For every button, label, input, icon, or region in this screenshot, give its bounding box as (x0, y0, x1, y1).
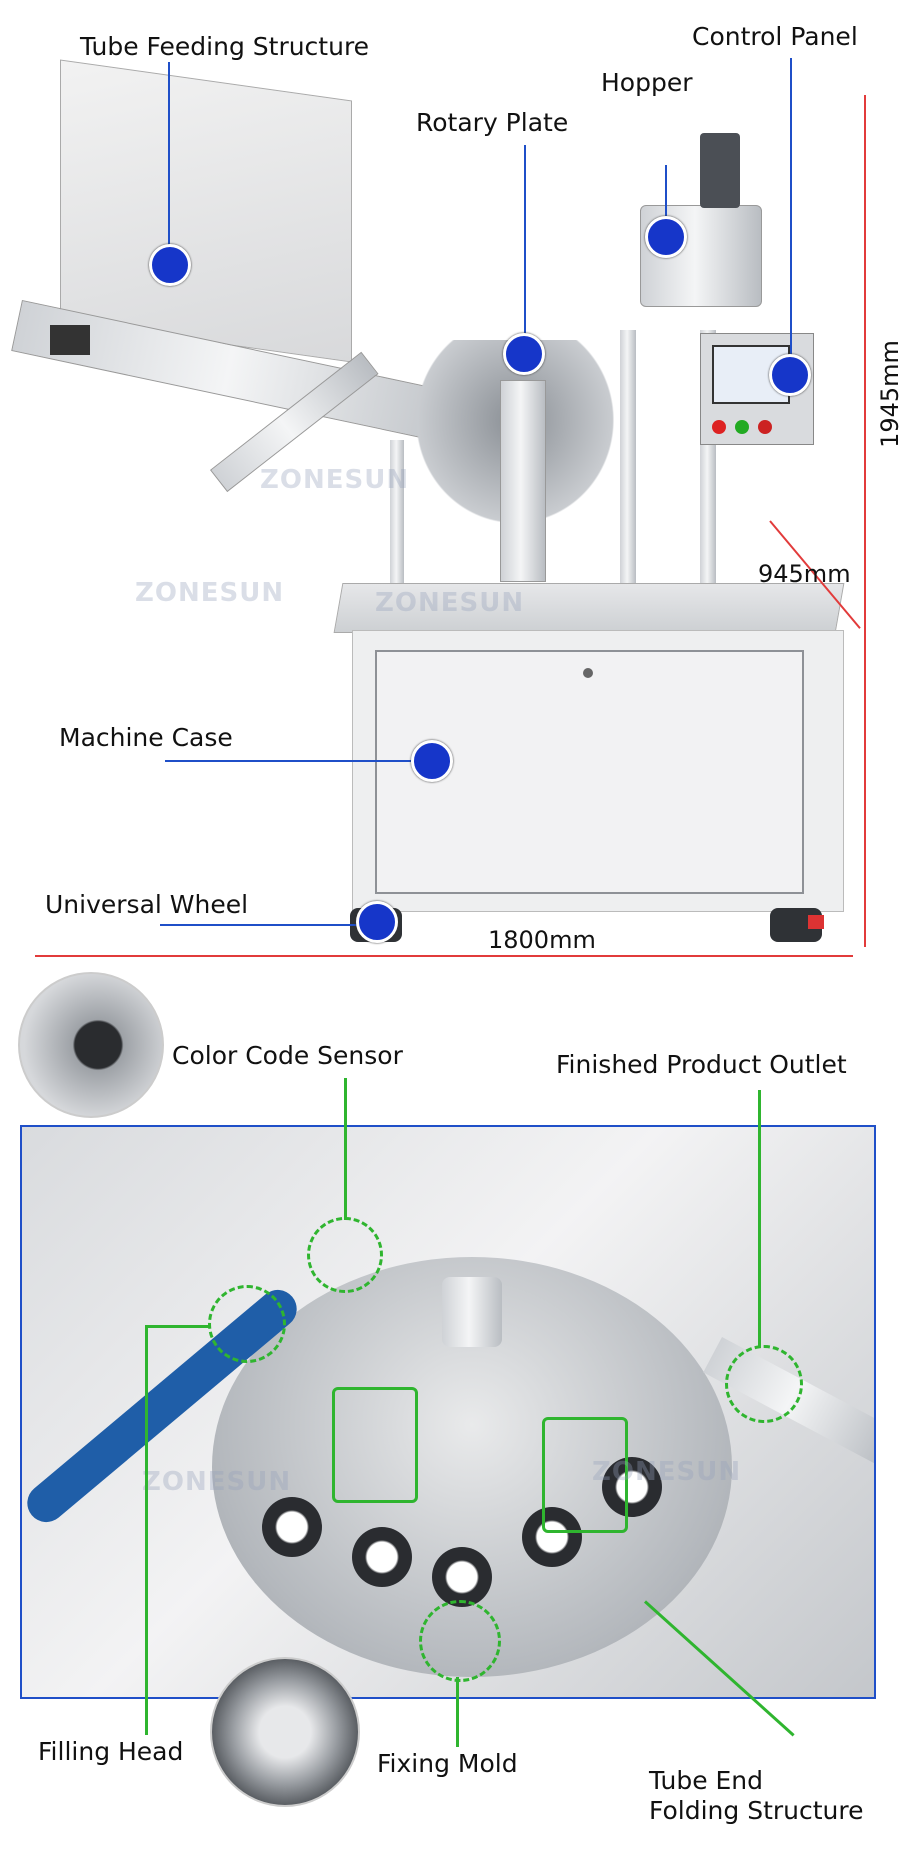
frame-post (390, 440, 404, 600)
label-color-code-sensor: Color Code Sensor (172, 1041, 403, 1070)
watermark: ZONESUN (135, 578, 285, 608)
width-dimension-line (35, 955, 853, 957)
leader-line (524, 145, 526, 350)
marker-dot (503, 333, 545, 375)
label-control-panel: Control Panel (692, 22, 858, 51)
label-tube-end-folding-structure-line2: Folding Structure (649, 1796, 864, 1825)
control-box (50, 325, 90, 355)
filling-head-inset-photo (210, 1657, 360, 1807)
leader-line (168, 62, 170, 262)
door-lock (583, 668, 593, 678)
label-rotary-plate: Rotary Plate (416, 108, 569, 137)
marker-dot (769, 354, 811, 396)
reset-button (758, 420, 772, 434)
leader-line (145, 1325, 148, 1735)
folding-arm (332, 1387, 418, 1503)
leader-line (344, 1078, 347, 1220)
label-tube-feeding-structure: Tube Feeding Structure (80, 32, 370, 61)
label-machine-case: Machine Case (59, 723, 233, 752)
sensor-inset-photo (18, 972, 164, 1118)
label-fixing-mold: Fixing Mold (377, 1749, 518, 1778)
fixing-mold (262, 1497, 322, 1557)
label-hopper: Hopper (601, 68, 693, 97)
wheel-brake (808, 915, 824, 929)
height-dimension-line (864, 95, 866, 947)
callout-circle (307, 1217, 383, 1293)
stop-button (712, 420, 726, 434)
start-button (735, 420, 749, 434)
leader-line (160, 924, 360, 926)
leader-line (758, 1090, 761, 1348)
label-universal-wheel: Universal Wheel (45, 890, 249, 919)
fixing-mold (602, 1457, 662, 1517)
label-finished-product-outlet: Finished Product Outlet (556, 1050, 847, 1079)
depth-dimension: 945mm (758, 560, 851, 588)
watermark: ZONESUN (592, 1457, 742, 1487)
watermark: ZONESUN (142, 1467, 292, 1497)
leader-line (665, 165, 667, 235)
callout-circle (419, 1600, 501, 1682)
folding-arm (542, 1417, 628, 1533)
marker-dot (149, 244, 191, 286)
frame-post (620, 330, 636, 610)
column (500, 380, 546, 582)
center-hub (442, 1277, 502, 1347)
width-dimension: 1800mm (488, 926, 596, 954)
marker-dot (356, 901, 398, 943)
fixing-mold (522, 1507, 582, 1567)
fixing-mold (432, 1547, 492, 1607)
label-filling-head: Filling Head (38, 1737, 184, 1766)
machine-photo: ZONESUN ZONESUN ZONESUN (11, 59, 845, 942)
marker-dot (645, 216, 687, 258)
marker-dot (411, 740, 453, 782)
callout-circle (208, 1285, 286, 1363)
watermark: ZONESUN (375, 588, 525, 618)
leader-line (145, 1325, 210, 1328)
callout-circle (725, 1345, 803, 1423)
height-dimension: 1945mm (875, 340, 900, 448)
leader-line (165, 760, 415, 762)
leader-line (790, 58, 792, 373)
watermark: ZONESUN (260, 465, 410, 495)
fixing-mold (352, 1527, 412, 1587)
hopper-motor (700, 133, 740, 208)
leader-line (456, 1677, 459, 1747)
label-tube-end-folding-structure-line1: Tube End (649, 1766, 764, 1795)
